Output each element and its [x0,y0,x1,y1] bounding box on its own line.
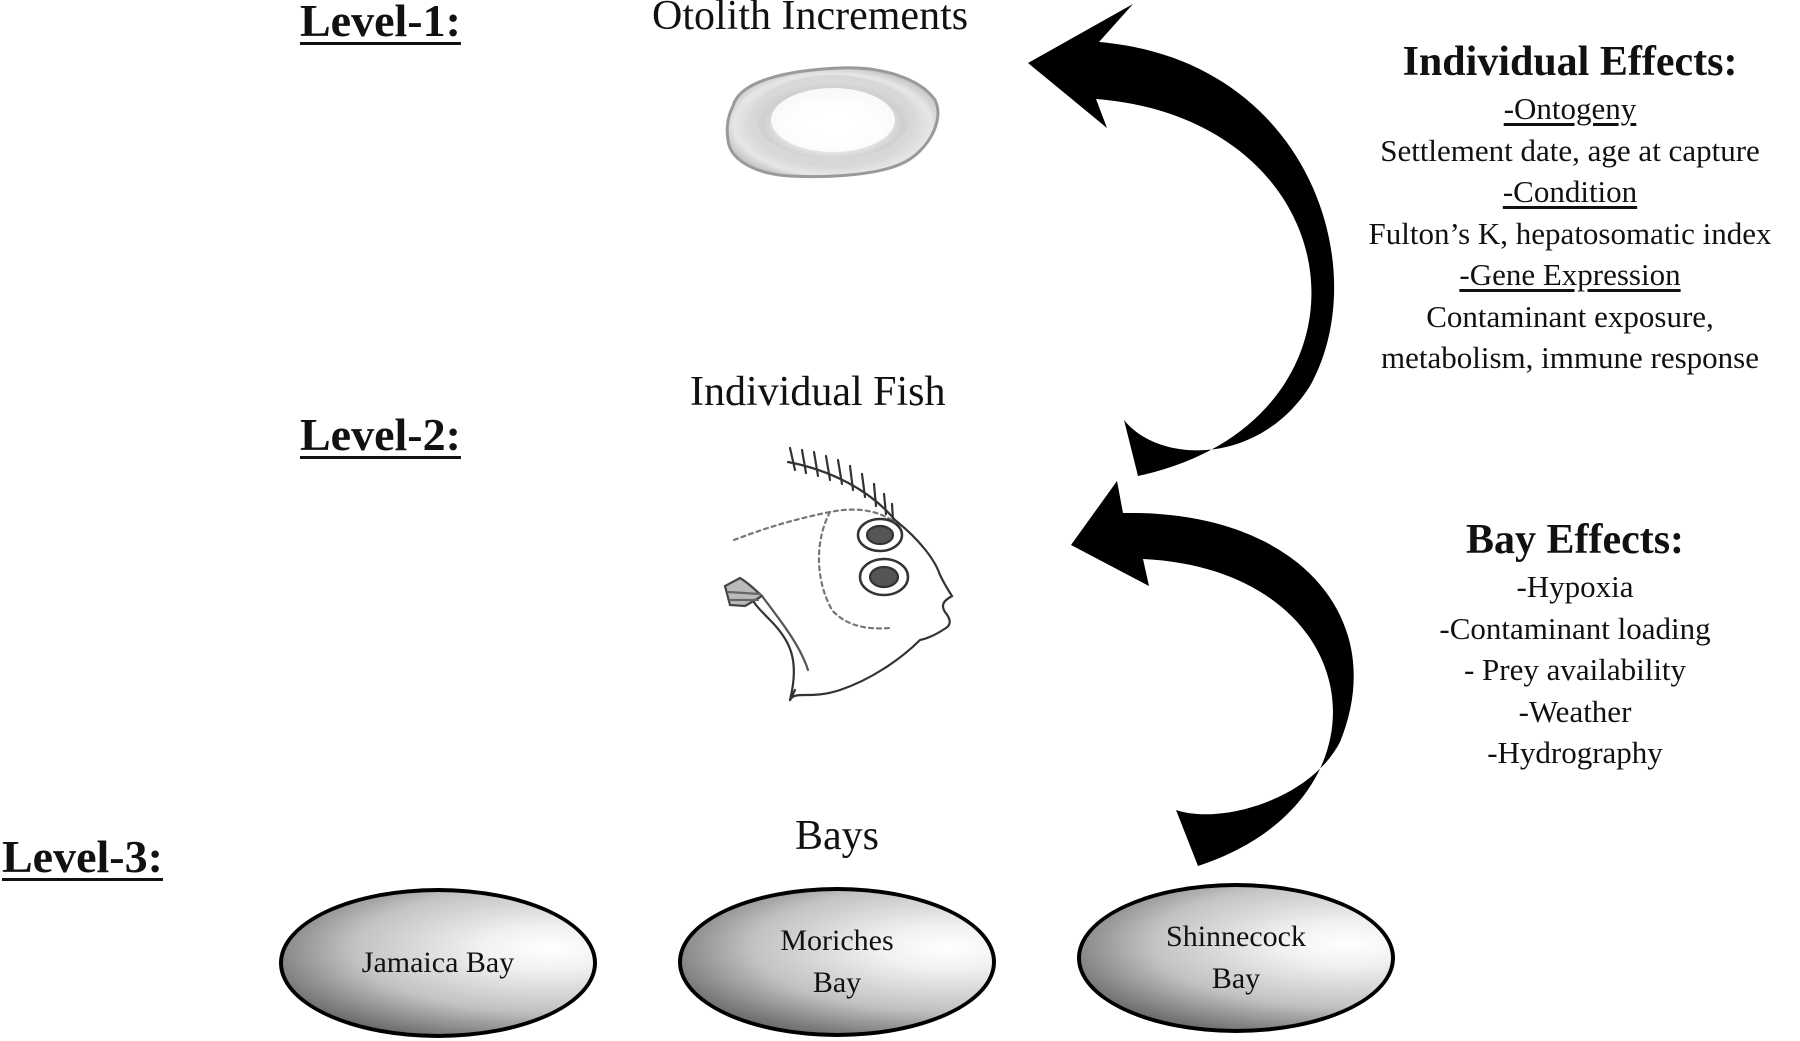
bay-effect-item: -Weather [1518,693,1632,729]
gene-expression-title: -Gene Expression [1459,257,1681,292]
individual-effects-heading: Individual Effects: [1402,39,1738,85]
bay-effects-panel: Bay Effects: -Hypoxia -Contaminant loadi… [1380,514,1770,774]
bay-effect-item: -Contaminant loading [1439,610,1711,646]
bay-label: Shinnecock Bay [1166,920,1306,995]
bay-moriches: Moriches Bay [678,887,996,1037]
level-3-label: Level-3: [2,831,163,882]
gene-expression-text-2: metabolism, immune response [1381,340,1759,375]
bay-label: Moriches Bay [780,924,894,999]
level-1-label: Level-1: [300,0,461,46]
curved-arrow-lower-icon [1071,481,1354,866]
bay-effect-item: -Hypoxia [1516,569,1634,604]
level-2-label: Level-2: [300,409,461,460]
bay-shinnecock: Shinnecock Bay [1077,883,1395,1033]
fish-caption: Individual Fish [690,369,946,415]
condition-title: -Condition [1502,174,1638,209]
flounder-fish-icon [723,446,954,702]
bay-effect-item: - Prey availability [1463,652,1687,687]
ontogeny-title: -Ontogeny [1503,91,1637,126]
condition-text: Fulton’s K, hepatosomatic index [1368,215,1772,251]
bay-effect-item: -Hydrography [1487,735,1663,770]
gene-expression-text-1: Contaminant exposure, [1426,298,1714,334]
ontogeny-text: Settlement date, age at capture [1380,132,1760,168]
bay-effects-heading: Bay Effects: [1465,517,1685,563]
bays-caption: Bays [795,813,879,859]
bay-label: Jamaica Bay [361,946,515,979]
bay-jamaica: Jamaica Bay [279,888,597,1038]
otolith-caption: Otolith Increments [652,0,969,39]
curved-arrow-upper-icon [1028,4,1335,476]
otolith-icon [725,66,940,179]
individual-effects-panel: Individual Effects: -Ontogeny Settlement… [1340,36,1800,379]
